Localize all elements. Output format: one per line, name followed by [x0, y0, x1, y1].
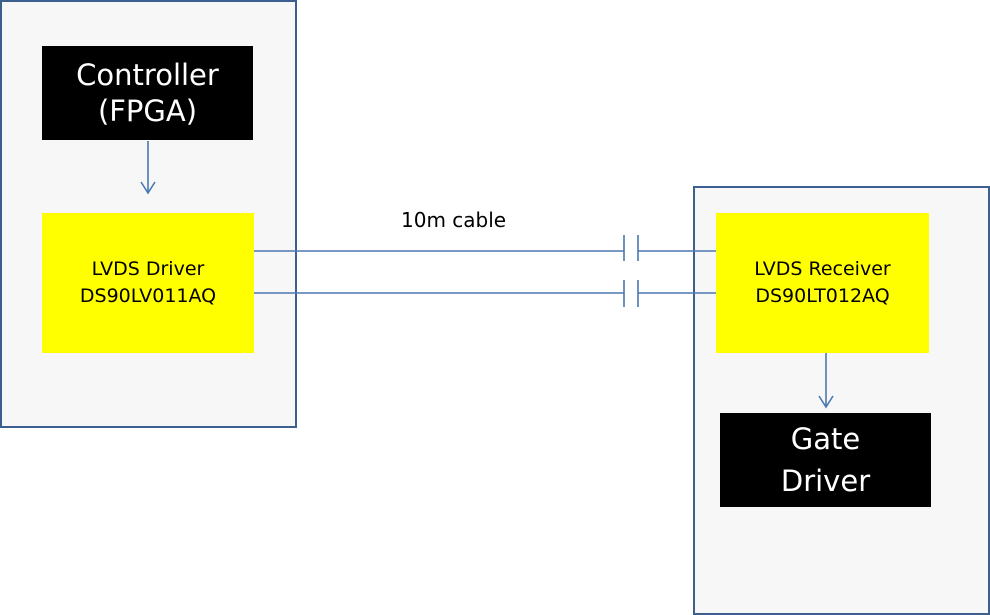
controller-block: Controller (FPGA): [42, 46, 253, 140]
cable-label: 10m cable: [401, 208, 507, 232]
capacitor-bottom: [623, 280, 639, 307]
gate-driver-block: Gate Driver: [720, 413, 931, 507]
arrow-controller-to-driver: [140, 141, 156, 195]
capacitor-top: [623, 235, 639, 261]
lvds-receiver-block: LVDS Receiver DS90LT012AQ: [716, 213, 929, 353]
arrow-receiver-to-gate-driver: [818, 353, 834, 409]
lvds-driver-block: LVDS Driver DS90LV011AQ: [42, 213, 254, 353]
